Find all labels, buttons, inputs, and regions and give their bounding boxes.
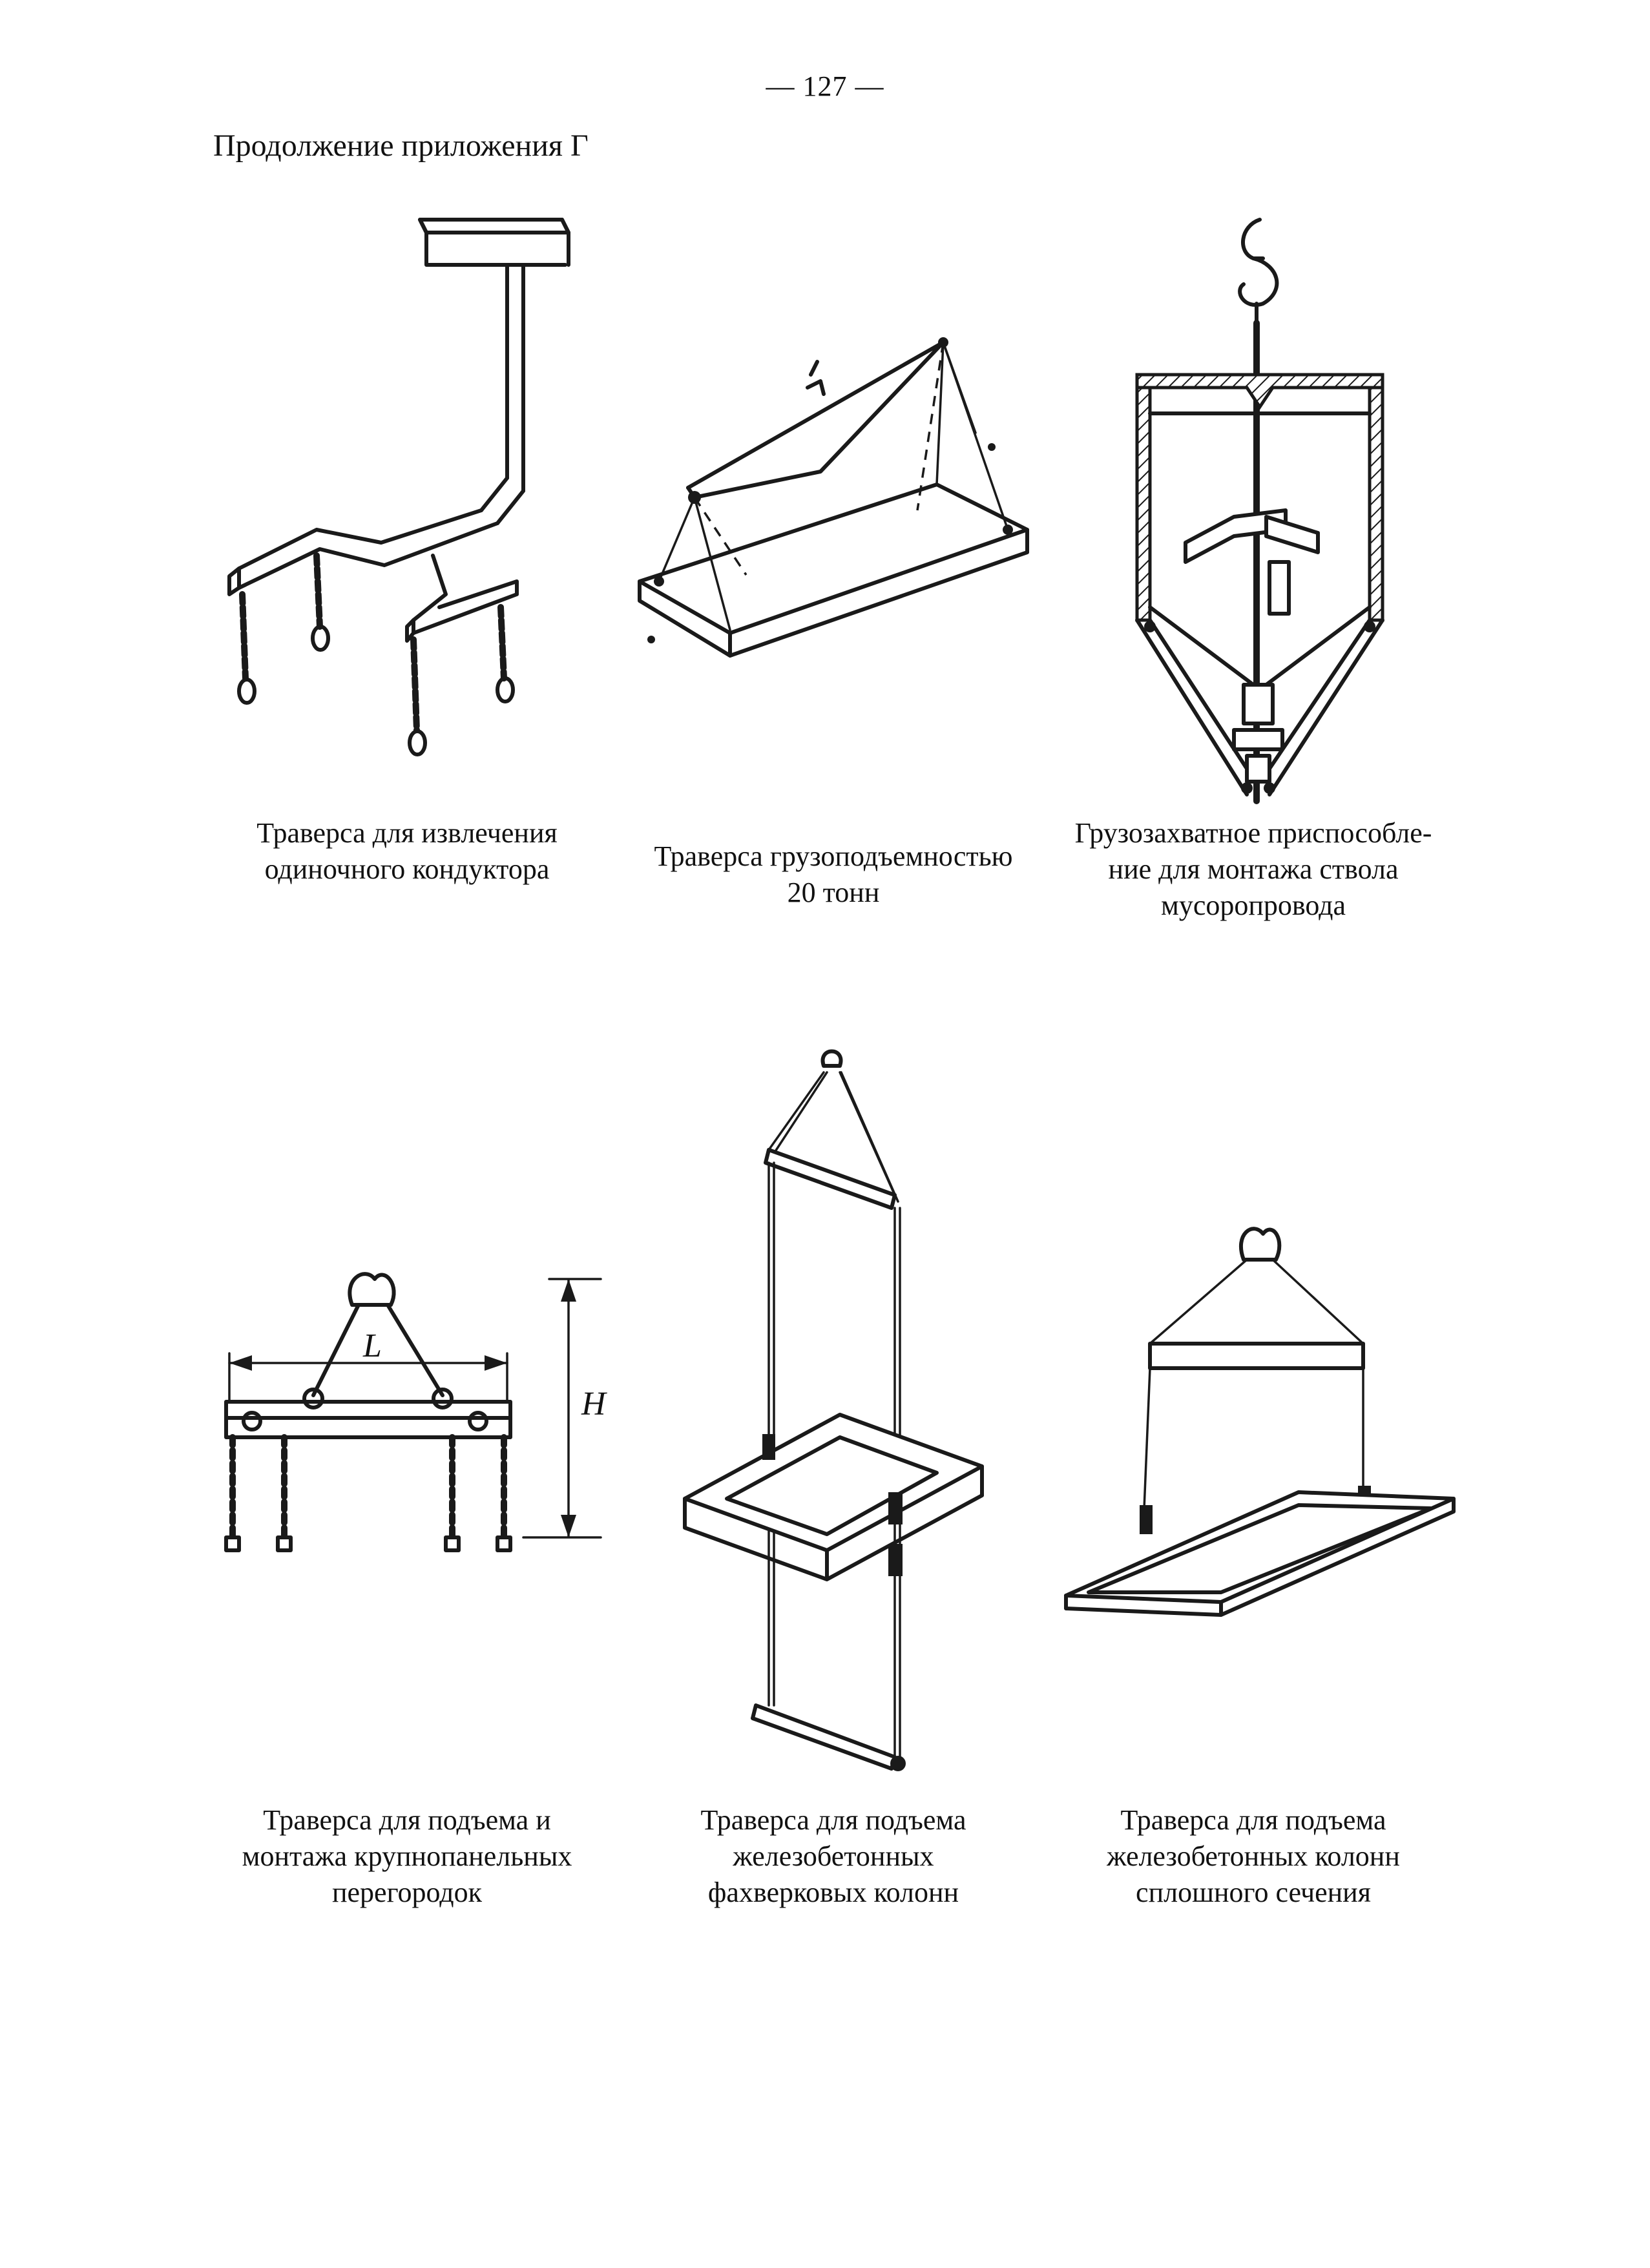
figure-timbered-columns (672, 1046, 1008, 1796)
chain-icon (237, 552, 515, 756)
figure-chute-gripper (1124, 213, 1395, 820)
figure-solid-columns (1060, 1221, 1460, 1634)
figure-20t-traverse (633, 336, 1047, 698)
length-dimension-label: L (362, 1327, 382, 1364)
caption-line: фахверковых колонн (707, 1877, 959, 1908)
caption-solid-columns: Траверса для подъема железобетонных коло… (1034, 1802, 1473, 1911)
solid-columns-drawing (1064, 1227, 1456, 1617)
caption-line: Траверса для извлечения (256, 817, 558, 849)
partition-traverse-drawing: L H (224, 1272, 607, 1552)
caption-line: мусоропровода (1160, 890, 1346, 921)
caption-chute-gripper: Грузозахватное приспособле- ние для монт… (1034, 815, 1473, 924)
figure-partition-traverse: L H (213, 1266, 627, 1576)
caption-line: одиночного кондуктора (264, 853, 550, 885)
caption-partition-traverse: Траверса для подъема и монтажа крупнопан… (194, 1802, 620, 1911)
caption-line: Траверса для подъема (700, 1804, 966, 1836)
caption-line: сплошного сечения (1136, 1877, 1371, 1908)
caption-line: монтажа крупнопанельных (242, 1840, 572, 1872)
caption-line: Траверса для подъема (1120, 1804, 1386, 1836)
height-dimension-label: H (581, 1386, 607, 1422)
caption-line: Траверса грузоподъемностью (654, 840, 1013, 872)
page-number: — 127 — (766, 70, 884, 102)
caption-line: Траверса для подъема и (263, 1804, 551, 1836)
chute-gripper-drawing (1135, 218, 1384, 804)
caption-line: железобетонных колонн (1107, 1840, 1400, 1872)
caption-line: перегородок (331, 1877, 483, 1908)
conductor-traverse-drawing (227, 218, 570, 756)
figure-conductor-traverse (213, 207, 570, 762)
timbered-columns-drawing (683, 1049, 984, 1771)
caption-line: ние для монтажа ствола (1108, 853, 1399, 885)
20t-traverse-drawing (638, 337, 1029, 658)
hook-icon (1238, 218, 1279, 325)
caption-line: 20 тонн (787, 877, 880, 908)
appendix-heading: Продолжение приложения Г (213, 129, 589, 163)
caption-line: Грузозахватное приспособле- (1074, 817, 1432, 849)
caption-line: железобетонных (733, 1840, 934, 1872)
caption-timbered-columns: Траверса для подъема железобетонных фахв… (620, 1802, 1047, 1911)
caption-conductor-traverse: Траверса для извлечения одиночного конду… (194, 815, 620, 888)
caption-20t-traverse: Траверса грузоподъемностью 20 тонн (620, 838, 1047, 911)
